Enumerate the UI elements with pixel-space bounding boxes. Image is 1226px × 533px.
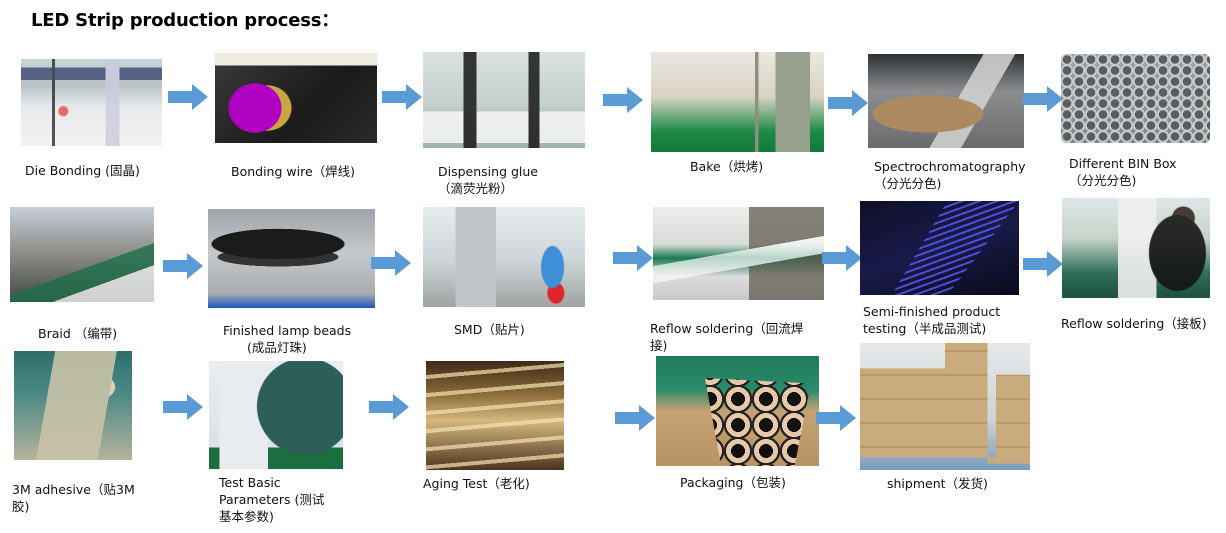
bonding-wire-caption: Bonding wire（焊线) bbox=[231, 164, 356, 179]
arrow-right-icon bbox=[816, 405, 856, 431]
shipment-caption: shipment（发货) bbox=[887, 476, 988, 491]
finished-lamp-beads-photo bbox=[208, 209, 375, 308]
braid-caption: Braid （编带) bbox=[38, 326, 118, 341]
aging-test-photo bbox=[426, 361, 564, 470]
finished-lamp-beads-caption: Finished lamp beads(成品灯珠) bbox=[223, 323, 352, 355]
smd-caption: SMD（贴片) bbox=[454, 322, 525, 337]
packaging-caption: Packaging（包装) bbox=[680, 475, 786, 490]
arrow-right-icon bbox=[369, 394, 409, 420]
reflow-soldering-photo bbox=[653, 207, 824, 300]
arrow-right-icon bbox=[1023, 251, 1063, 277]
aging-test-caption: Aging Test（老化) bbox=[423, 476, 530, 491]
dispensing-glue-photo bbox=[423, 52, 585, 148]
shipment-photo bbox=[860, 343, 1030, 470]
smd-photo bbox=[423, 207, 585, 307]
reflow-soldering-board-caption: Reflow soldering（接板) bbox=[1061, 316, 1207, 331]
arrow-right-icon bbox=[822, 245, 862, 271]
dispensing-glue-caption: Dispensing glue （滴荧光粉） bbox=[438, 164, 538, 196]
test-basic-parameters-photo bbox=[209, 361, 343, 469]
semi-finished-product-testing-photo bbox=[860, 201, 1019, 295]
packaging-photo bbox=[656, 356, 819, 466]
spectrochromatography-photo bbox=[868, 54, 1024, 148]
arrow-right-icon bbox=[371, 250, 411, 276]
bake-photo bbox=[651, 52, 824, 152]
reflow-soldering-caption: Reflow soldering（回流焊接) bbox=[650, 321, 804, 353]
arrow-right-icon bbox=[613, 245, 653, 271]
die-bonding-caption: Die Bonding (固晶) bbox=[25, 163, 140, 178]
page-title: LED Strip production process： bbox=[31, 10, 340, 31]
arrow-right-icon bbox=[603, 87, 643, 113]
arrow-right-icon bbox=[828, 90, 868, 116]
die-bonding-photo bbox=[21, 59, 162, 146]
braid-photo bbox=[10, 207, 154, 302]
bonding-wire-photo bbox=[215, 53, 377, 143]
3m-adhesive-photo bbox=[14, 351, 132, 460]
different-bin-box-photo bbox=[1061, 54, 1210, 143]
arrow-right-icon bbox=[615, 405, 655, 431]
arrow-right-icon bbox=[168, 84, 208, 110]
reflow-soldering-board-photo bbox=[1062, 198, 1210, 298]
arrow-right-icon bbox=[1023, 86, 1063, 112]
bake-caption: Bake（烘烤) bbox=[690, 159, 764, 174]
arrow-right-icon bbox=[163, 394, 203, 420]
spectrochromatography-caption: Spectrochromatography （分光分色) bbox=[874, 159, 1026, 191]
different-bin-box-caption: Different BIN Box （分光分色) bbox=[1069, 156, 1177, 188]
arrow-right-icon bbox=[382, 84, 422, 110]
arrow-right-icon bbox=[163, 253, 203, 279]
